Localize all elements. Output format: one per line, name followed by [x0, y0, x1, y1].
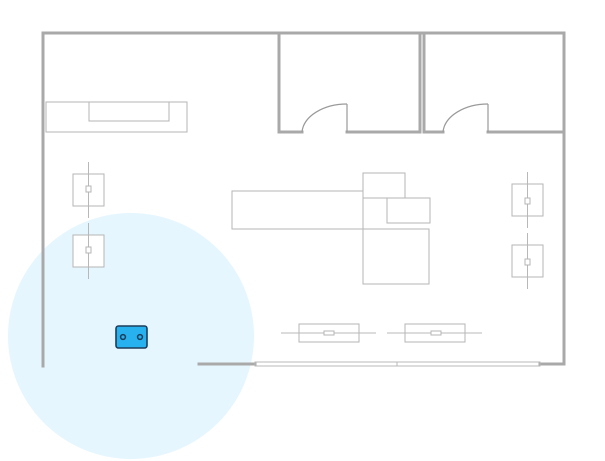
- access-point-port-right: [136, 333, 144, 341]
- door-right-office: [442, 103, 489, 133]
- access-point-port-left: [119, 333, 127, 341]
- left-table-upper: [72, 162, 105, 218]
- interior-walls: [277, 31, 566, 134]
- central-desk-cluster: [231, 172, 431, 285]
- left-table-lower: [72, 223, 105, 279]
- bottom-table-right: [387, 323, 482, 343]
- right-table-lower: [511, 233, 544, 289]
- right-table-upper: [511, 172, 544, 228]
- access-point-device[interactable]: [115, 325, 148, 349]
- bottom-window: [254, 361, 541, 367]
- access-point-icon[interactable]: [115, 325, 148, 349]
- bottom-table-left: [281, 323, 376, 343]
- exterior-walls: [41, 31, 566, 368]
- door-left-office: [301, 103, 348, 133]
- reception-counter: [45, 101, 188, 133]
